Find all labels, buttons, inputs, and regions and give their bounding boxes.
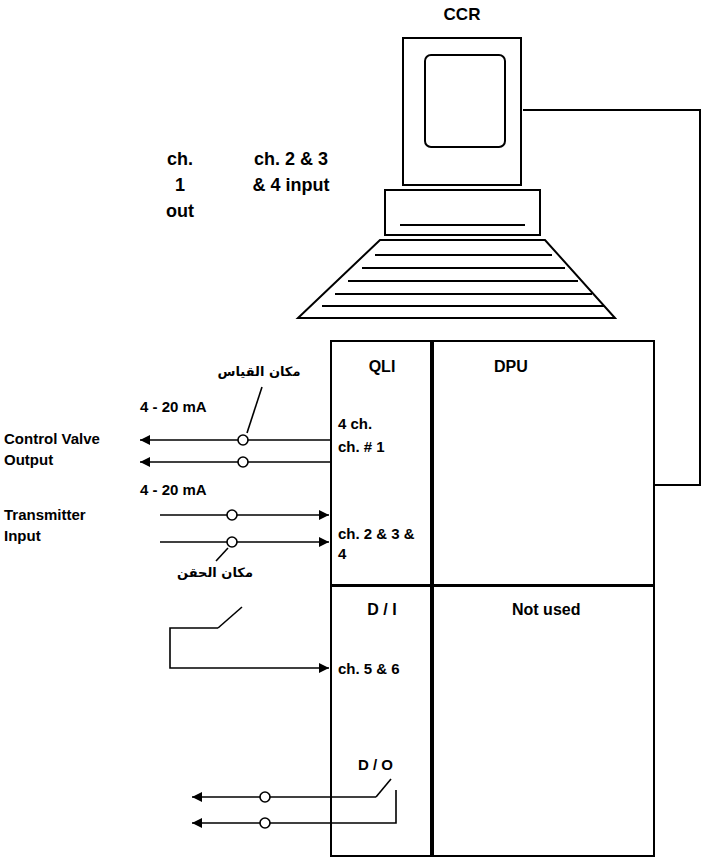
module-text: D / O bbox=[358, 755, 428, 775]
keyboard-row bbox=[322, 305, 604, 307]
keyboard-row bbox=[348, 280, 578, 282]
do-wire bbox=[192, 790, 396, 823]
signal-range: 4 - 20 mA bbox=[140, 481, 240, 499]
module-text: D / I bbox=[332, 599, 432, 621]
switch-blade bbox=[218, 607, 242, 628]
module-text: DPU bbox=[494, 356, 594, 378]
module-text: QLI bbox=[332, 356, 432, 378]
output-wire bbox=[140, 439, 330, 441]
arabic-callout: مكان الحقن bbox=[170, 565, 260, 581]
do-wire bbox=[192, 796, 376, 798]
switch-blade bbox=[376, 779, 391, 797]
terminal-point bbox=[260, 818, 270, 828]
module-text: ch. 2 & 3 & 4 bbox=[338, 524, 418, 565]
cpu-slot bbox=[400, 224, 525, 226]
monitor-frame bbox=[403, 38, 521, 185]
terminal-point bbox=[227, 537, 237, 547]
di-module: D / I ch. 5 & 6 D / O bbox=[330, 585, 434, 857]
module-text: ch. # 1 bbox=[338, 437, 428, 457]
computer-illustration bbox=[298, 38, 615, 318]
keyboard-row bbox=[335, 293, 592, 295]
dpu-module: DPU bbox=[430, 340, 655, 586]
signal-name: Control Valve Output bbox=[4, 428, 132, 470]
input-wire bbox=[160, 541, 329, 543]
module-text: 4 ch. bbox=[338, 414, 428, 434]
signal-range: 4 - 20 mA bbox=[140, 398, 240, 416]
terminal-point bbox=[238, 435, 248, 445]
qli-module: QLI 4 ch. ch. # 1 ch. 2 & 3 & 4 bbox=[330, 340, 434, 586]
terminal-point bbox=[238, 457, 248, 467]
signal-name: Transmitter Input bbox=[4, 504, 116, 546]
unused-module: Not used bbox=[430, 585, 655, 857]
terminal-point bbox=[227, 510, 237, 520]
di-switch-wire bbox=[170, 628, 329, 668]
arabic-callout: مكان القياس bbox=[214, 364, 304, 380]
channel-label: ch. 1 out bbox=[162, 146, 198, 224]
keyboard-row bbox=[375, 254, 552, 256]
channel-label: ch. 2 & 3 & 4 input bbox=[250, 146, 332, 198]
input-wire bbox=[160, 514, 329, 516]
terminal-points bbox=[227, 435, 270, 828]
module-text: CCR bbox=[403, 4, 521, 27]
keyboard-row bbox=[362, 267, 565, 269]
monitor-screen bbox=[425, 55, 505, 147]
cpu-box bbox=[385, 190, 540, 235]
leader-line bbox=[216, 548, 228, 561]
leader-line bbox=[247, 387, 262, 433]
computer-terminal: CCR bbox=[403, 4, 523, 186]
keyboard-outline bbox=[298, 240, 615, 318]
module-text: Not used bbox=[512, 599, 652, 621]
module-text: ch. 5 & 6 bbox=[338, 659, 428, 679]
network-link bbox=[523, 110, 700, 485]
output-wire bbox=[140, 461, 330, 463]
terminal-point bbox=[260, 792, 270, 802]
